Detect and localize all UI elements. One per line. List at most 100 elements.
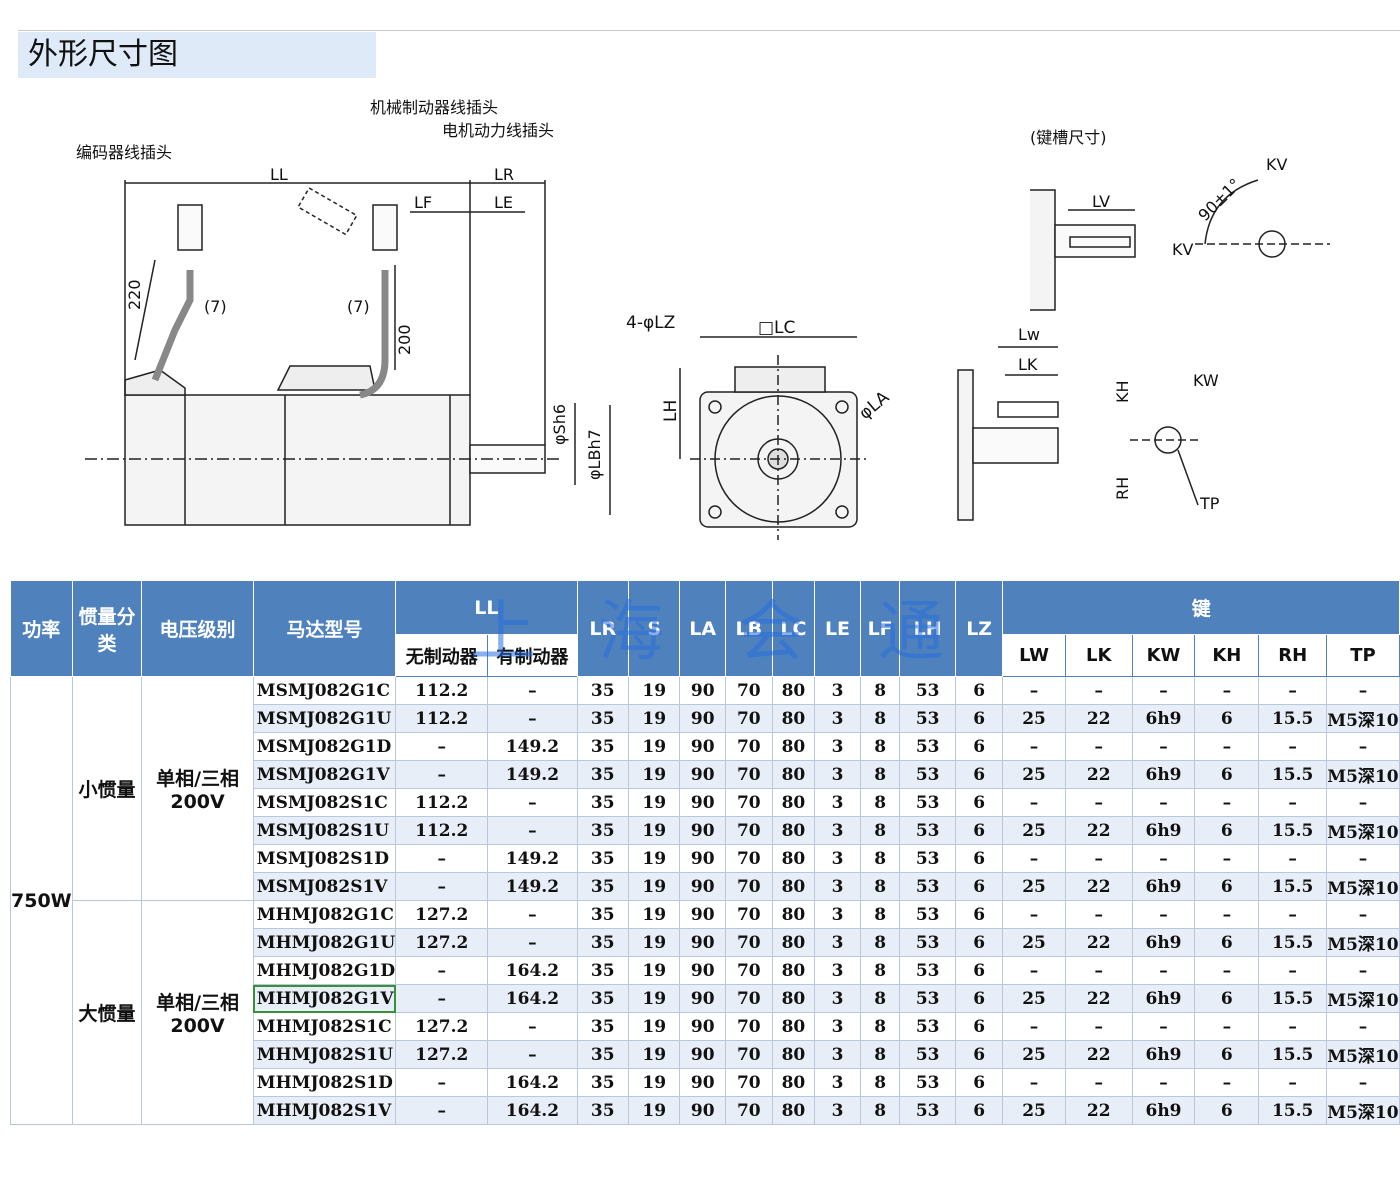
value-cell: – [1064,844,1133,873]
value-cell: 6 [954,984,1004,1013]
value-cell: 70 [725,788,773,817]
keyway-shaft [1054,224,1136,258]
model-cell[interactable]: MSMJ082S1V [252,872,397,901]
value-cell: – [1002,788,1066,817]
value-cell: 35 [576,1096,630,1125]
value-cell: 3 [814,816,861,845]
value-cell: 6 [1194,872,1260,901]
model-cell[interactable]: MSMJ082S1U [252,816,397,845]
value-cell: 53 [899,900,956,929]
value-cell: 8 [859,760,901,789]
th-power: 功率 [10,580,73,677]
kv-circle [1258,230,1286,258]
model-cell[interactable]: MHMJ082G1D [252,956,397,985]
value-cell: 53 [899,928,956,957]
model-cell[interactable]: MSMJ082G1U [252,704,397,733]
value-cell: 53 [899,788,956,817]
value-cell: 53 [899,732,956,761]
label-lv: LV [1092,192,1110,211]
value-cell: 15.5 [1258,928,1327,957]
value-cell: 80 [771,788,816,817]
value-cell: 19 [627,872,681,901]
model-cell[interactable]: MHMJ082G1V [252,984,397,1013]
value-cell: – [1258,676,1327,705]
mount-hole [708,400,722,414]
value-cell: 80 [771,732,816,761]
value-cell: 22 [1064,704,1133,733]
model-cell[interactable]: MSMJ082S1C [252,788,397,817]
value-cell: 6 [954,704,1004,733]
model-cell[interactable]: MHMJ082G1C [252,900,397,929]
value-cell: 90 [679,900,726,929]
voltage-line: 200V [170,791,225,813]
front-view [679,336,870,540]
value-cell: 8 [859,1040,901,1069]
value-cell: 25 [1002,1040,1066,1069]
value-cell: 90 [679,928,726,957]
value-cell: 35 [576,704,630,733]
value-cell: – [1325,956,1400,985]
model-cell[interactable]: MHMJ082S1V [252,1096,397,1125]
value-cell: 6 [954,956,1004,985]
value-cell: 80 [771,760,816,789]
value-cell: 35 [576,1068,630,1097]
tp-leader [1177,449,1199,506]
th-kw: KW [1131,634,1196,677]
spec-table: 功率 惯量分类 电压级别 马达型号 LL LR S LA LB LC LE LF… [10,580,1400,1125]
label-lbh7: φLBh7 [585,429,604,480]
mount-hole [835,400,849,414]
value-cell: 112.2 [395,704,489,733]
value-cell: 53 [899,956,956,985]
value-cell: – [1194,1068,1260,1097]
th-key: 键 [1002,580,1400,635]
top-rule [18,30,1400,31]
value-cell: 70 [725,1068,773,1097]
power-plug [372,204,398,251]
value-cell: – [1258,788,1327,817]
value-cell: – [1258,1068,1327,1097]
model-cell[interactable]: MSMJ082S1D [252,844,397,873]
value-cell: 8 [859,732,901,761]
model-cell[interactable]: MSMJ082G1C [252,676,397,705]
mount-hole [708,505,722,519]
model-cell[interactable]: MSMJ082G1D [252,732,397,761]
value-cell: 25 [1002,1096,1066,1125]
value-cell: – [1194,844,1260,873]
value-cell: – [487,676,578,705]
value-cell: 149.2 [487,760,578,789]
label-power-plug: 电机动力线插头 [442,121,554,140]
value-cell: 19 [627,900,681,929]
model-cell[interactable]: MHMJ082S1C [252,1012,397,1041]
keyway-slot [1069,236,1131,248]
value-cell: 6 [1194,1096,1260,1125]
value-cell: 6 [954,816,1004,845]
value-cell: M5深10 [1325,872,1400,901]
power-cell: 750W [10,676,73,1125]
th-no-brake: 无制动器 [395,634,489,677]
value-cell: 80 [771,816,816,845]
value-cell: M5深10 [1325,1096,1400,1125]
label-keyway-title: (键槽尺寸) [1030,128,1107,147]
dim-220 [134,259,156,361]
model-cell[interactable]: MHMJ082G1U [252,928,397,957]
model-cell[interactable]: MHMJ082S1D [252,1068,397,1097]
value-cell: 90 [679,872,726,901]
value-cell: 3 [814,1040,861,1069]
label-encoder-plug: 编码器线插头 [76,143,172,162]
model-cell[interactable]: MHMJ082S1U [252,1040,397,1069]
voltage-line: 200V [170,1015,225,1037]
value-cell: 35 [576,844,630,873]
value-cell: – [1325,732,1400,761]
value-cell: 19 [627,676,681,705]
model-cell[interactable]: MSMJ082G1V [252,760,397,789]
value-cell: 8 [859,816,901,845]
value-cell: 6 [954,844,1004,873]
value-cell: 35 [576,816,630,845]
value-cell: 127.2 [395,900,489,929]
